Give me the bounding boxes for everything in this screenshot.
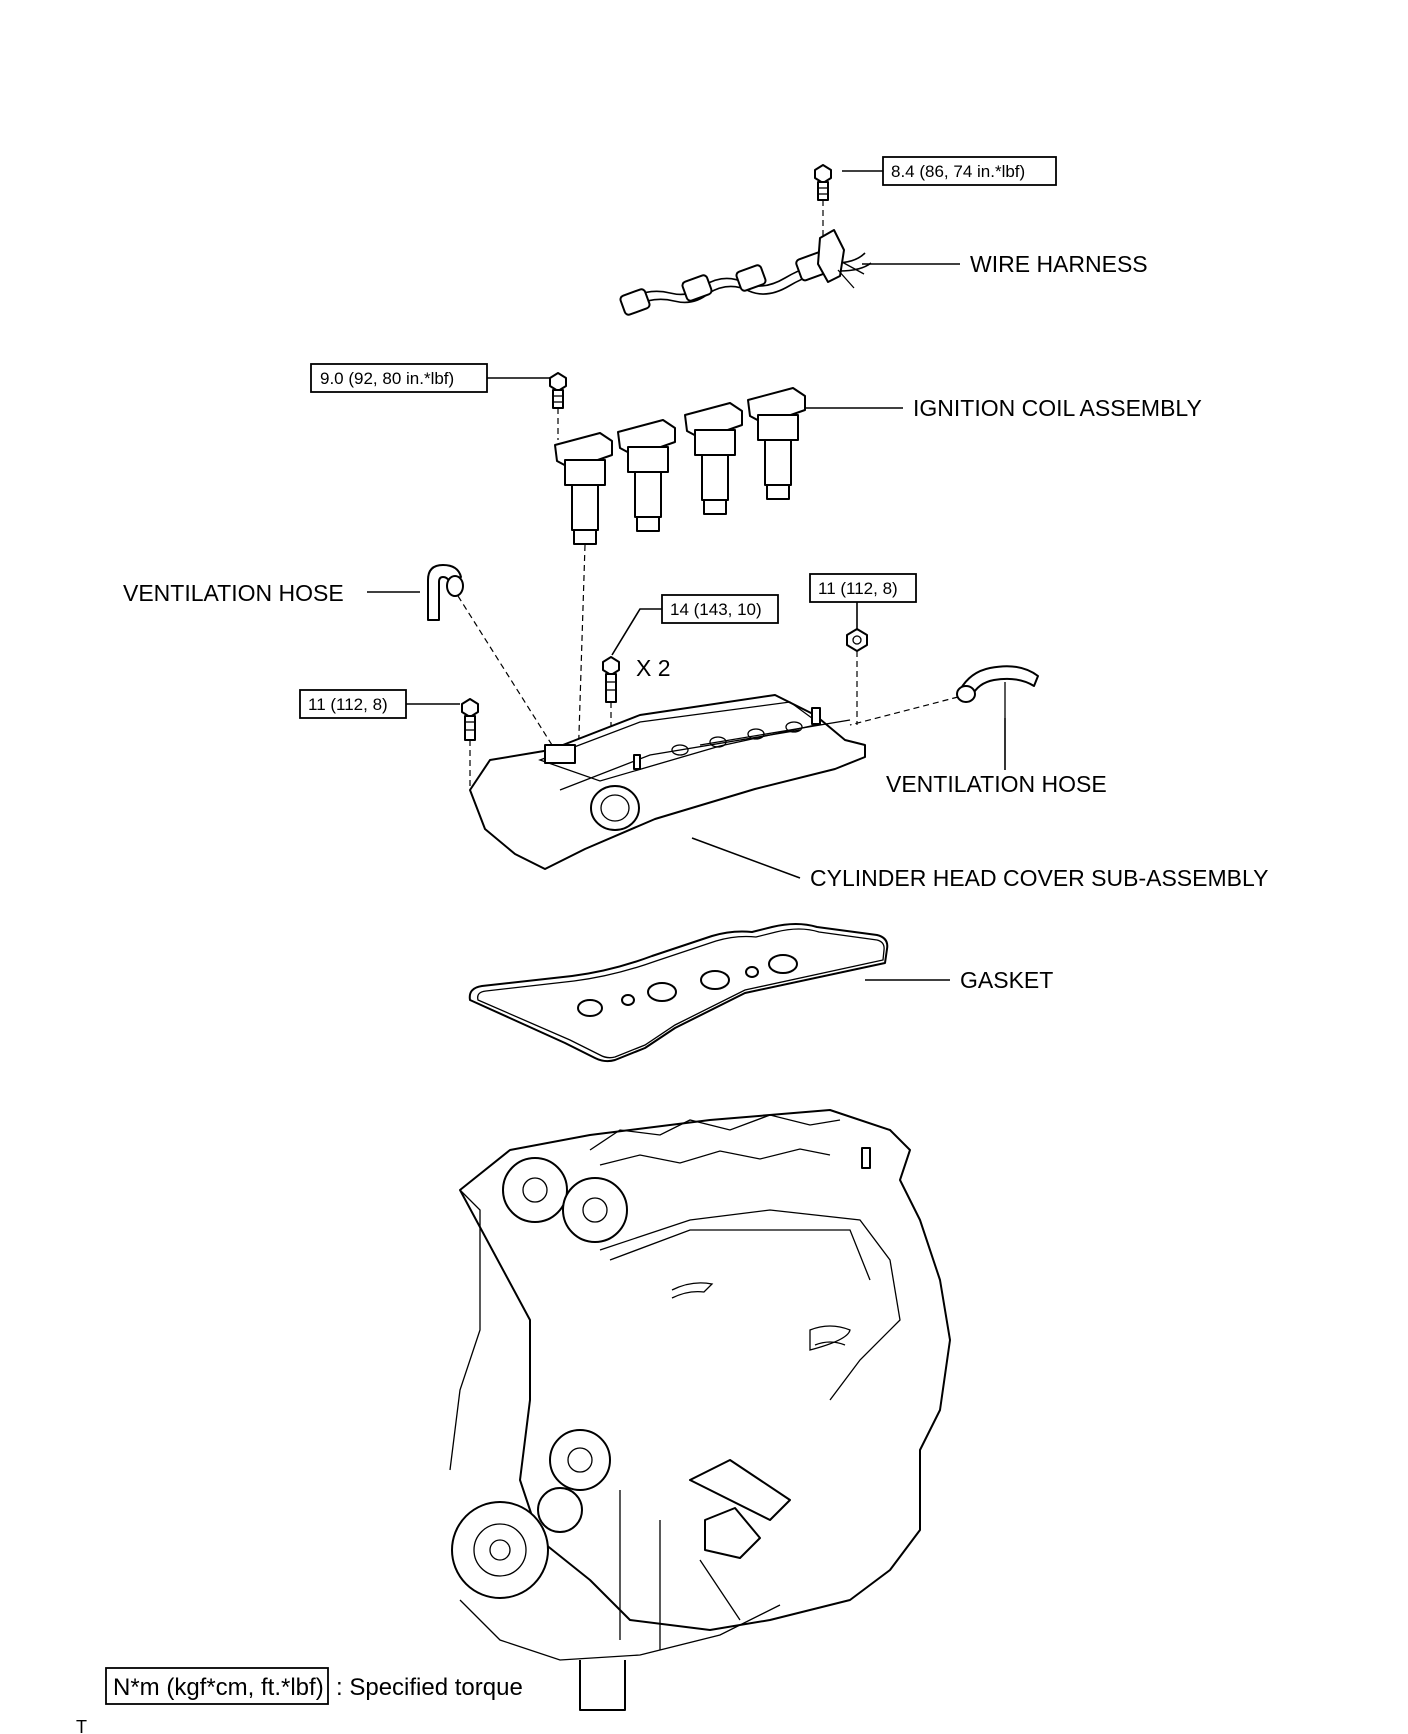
cover-bolt-center-torque-text: 14 (143, 10) [670, 600, 762, 619]
wire-harness [619, 229, 872, 316]
wire-harness-label: WIRE HARNESS [970, 251, 1148, 277]
ventilation-hose-left-label: VENTILATION HOSE [123, 580, 344, 606]
ignition-coil-4 [747, 387, 806, 500]
cover-bolt-left-torque-callout: 11 (112, 8) [299, 689, 460, 719]
ventilation-hose-right-label: VENTILATION HOSE [886, 771, 1107, 797]
wire-harness-bolt [814, 164, 832, 201]
engine-block [449, 1109, 951, 1711]
cover-bolt-center [602, 656, 620, 703]
legend-description: : Specified torque [336, 1674, 523, 1701]
torque-legend: N*m (kgf*cm, ft.*lbf) : Specified torque [105, 1667, 523, 1705]
cover-nut-right-torque-text: 11 (112, 8) [818, 579, 898, 598]
legend-torque-box [105, 1667, 329, 1705]
ignition-coil-bolt-torque-callout: 9.0 (92, 80 in.*lbf) [310, 363, 550, 393]
cylinder-head-cover [469, 694, 866, 870]
gasket-label: GASKET [960, 967, 1053, 993]
cover-nut-right [846, 628, 868, 652]
ignition-coil-1 [554, 432, 613, 545]
cover-nut-right-torque-callout: 11 (112, 8) [809, 573, 917, 632]
ventilation-hose-right [956, 665, 1039, 718]
gasket [468, 923, 889, 1063]
ignition-coil-bolt [549, 372, 567, 409]
ignition-coil-3 [684, 402, 743, 515]
cover-bolt-left [461, 698, 479, 741]
cover-bolt-center-torque-callout: 14 (143, 10) [611, 594, 779, 656]
legend-torque-unit: N*m (kgf*cm, ft.*lbf) [113, 1674, 324, 1701]
ventilation-hose-left [427, 564, 464, 621]
cylinder-head-cover-label: CYLINDER HEAD COVER SUB-ASSEMBLY [810, 865, 1268, 891]
wire-harness-bolt-torque-callout: 8.4 (86, 74 in.*lbf) [842, 156, 1057, 186]
wire-harness-torque-text: 8.4 (86, 74 in.*lbf) [891, 162, 1025, 181]
corner-mark: T [76, 1717, 87, 1734]
cover-bolt-quantity: X 2 [636, 655, 671, 681]
ignition-coil-2 [617, 419, 676, 532]
cover-bolt-left-torque-text: 11 (112, 8) [308, 695, 388, 714]
ignition-coil-torque-text: 9.0 (92, 80 in.*lbf) [320, 369, 454, 388]
ignition-coil-label: IGNITION COIL ASSEMBLY [913, 395, 1202, 421]
